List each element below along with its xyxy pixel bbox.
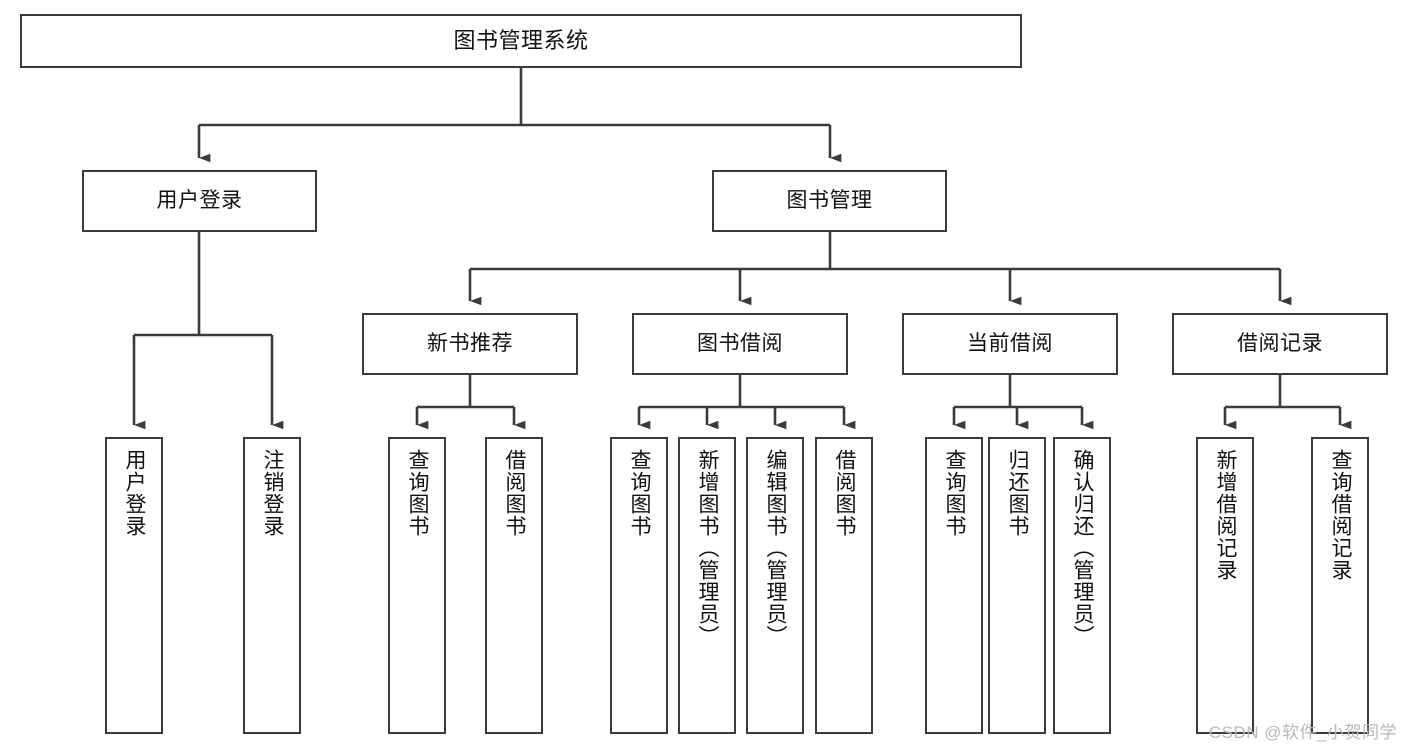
level3-node-new-book-recommend[interactable]: 新书推荐 xyxy=(362,313,578,375)
leaf-node-leaf-query-record[interactable]: 查询借阅记录 xyxy=(1311,437,1369,734)
level3-node-book-borrow[interactable]: 图书借阅 xyxy=(632,313,848,375)
node-label: 借阅图书 xyxy=(503,449,527,537)
node-label: 查询图书 xyxy=(406,449,430,537)
leaf-node-leaf-user-logout[interactable]: 注销登录 xyxy=(243,437,301,734)
node-label: 查询借阅记录 xyxy=(1329,449,1353,581)
leaf-node-leaf-user-login[interactable]: 用户登录 xyxy=(105,437,163,734)
node-label: 借阅图书 xyxy=(833,449,857,537)
leaf-node-leaf-add-book[interactable]: 新增图书（管理员） xyxy=(678,437,736,734)
leaf-node-leaf-query-book-3[interactable]: 查询图书 xyxy=(925,437,983,734)
leaf-node-leaf-borrow-book-1[interactable]: 借阅图书 xyxy=(485,437,543,734)
leaf-node-leaf-edit-book[interactable]: 编辑图书（管理员） xyxy=(746,437,804,734)
node-label: 新增借阅记录 xyxy=(1214,449,1238,581)
node-label: 归还图书 xyxy=(1006,449,1030,537)
csdn-watermark: CSDN @软件_小贺同学 xyxy=(1208,723,1397,742)
node-label: 用户登录 xyxy=(156,189,243,213)
node-label: 图书管理系统 xyxy=(453,27,589,53)
node-label: 用户登录 xyxy=(123,449,147,537)
leaf-node-leaf-borrow-book-2[interactable]: 借阅图书 xyxy=(815,437,873,734)
leaf-node-leaf-return-book[interactable]: 归还图书 xyxy=(988,437,1046,734)
node-label: 确认归还（管理员） xyxy=(1071,449,1095,647)
leaf-node-leaf-query-book-1[interactable]: 查询图书 xyxy=(388,437,446,734)
node-label: 图书管理 xyxy=(786,189,873,213)
node-label: 注销登录 xyxy=(261,449,285,537)
leaf-node-leaf-add-record[interactable]: 新增借阅记录 xyxy=(1196,437,1254,734)
node-label: 查询图书 xyxy=(628,449,652,537)
leaf-node-leaf-confirm-return[interactable]: 确认归还（管理员） xyxy=(1053,437,1111,734)
node-label: 当前借阅 xyxy=(967,332,1053,356)
node-label: 查询图书 xyxy=(943,449,967,537)
node-label: 借阅记录 xyxy=(1237,332,1323,356)
level2-node-user-login[interactable]: 用户登录 xyxy=(82,170,317,232)
level2-node-book-manage[interactable]: 图书管理 xyxy=(712,170,947,232)
node-label: 编辑图书（管理员） xyxy=(764,449,788,647)
node-label: 新增图书（管理员） xyxy=(696,449,720,647)
level3-node-current-borrow[interactable]: 当前借阅 xyxy=(902,313,1118,375)
level3-node-borrow-record[interactable]: 借阅记录 xyxy=(1172,313,1388,375)
leaf-node-leaf-query-book-2[interactable]: 查询图书 xyxy=(610,437,668,734)
node-label: 图书借阅 xyxy=(697,332,783,356)
root-node-root[interactable]: 图书管理系统 xyxy=(20,14,1022,68)
node-label: 新书推荐 xyxy=(427,332,513,356)
